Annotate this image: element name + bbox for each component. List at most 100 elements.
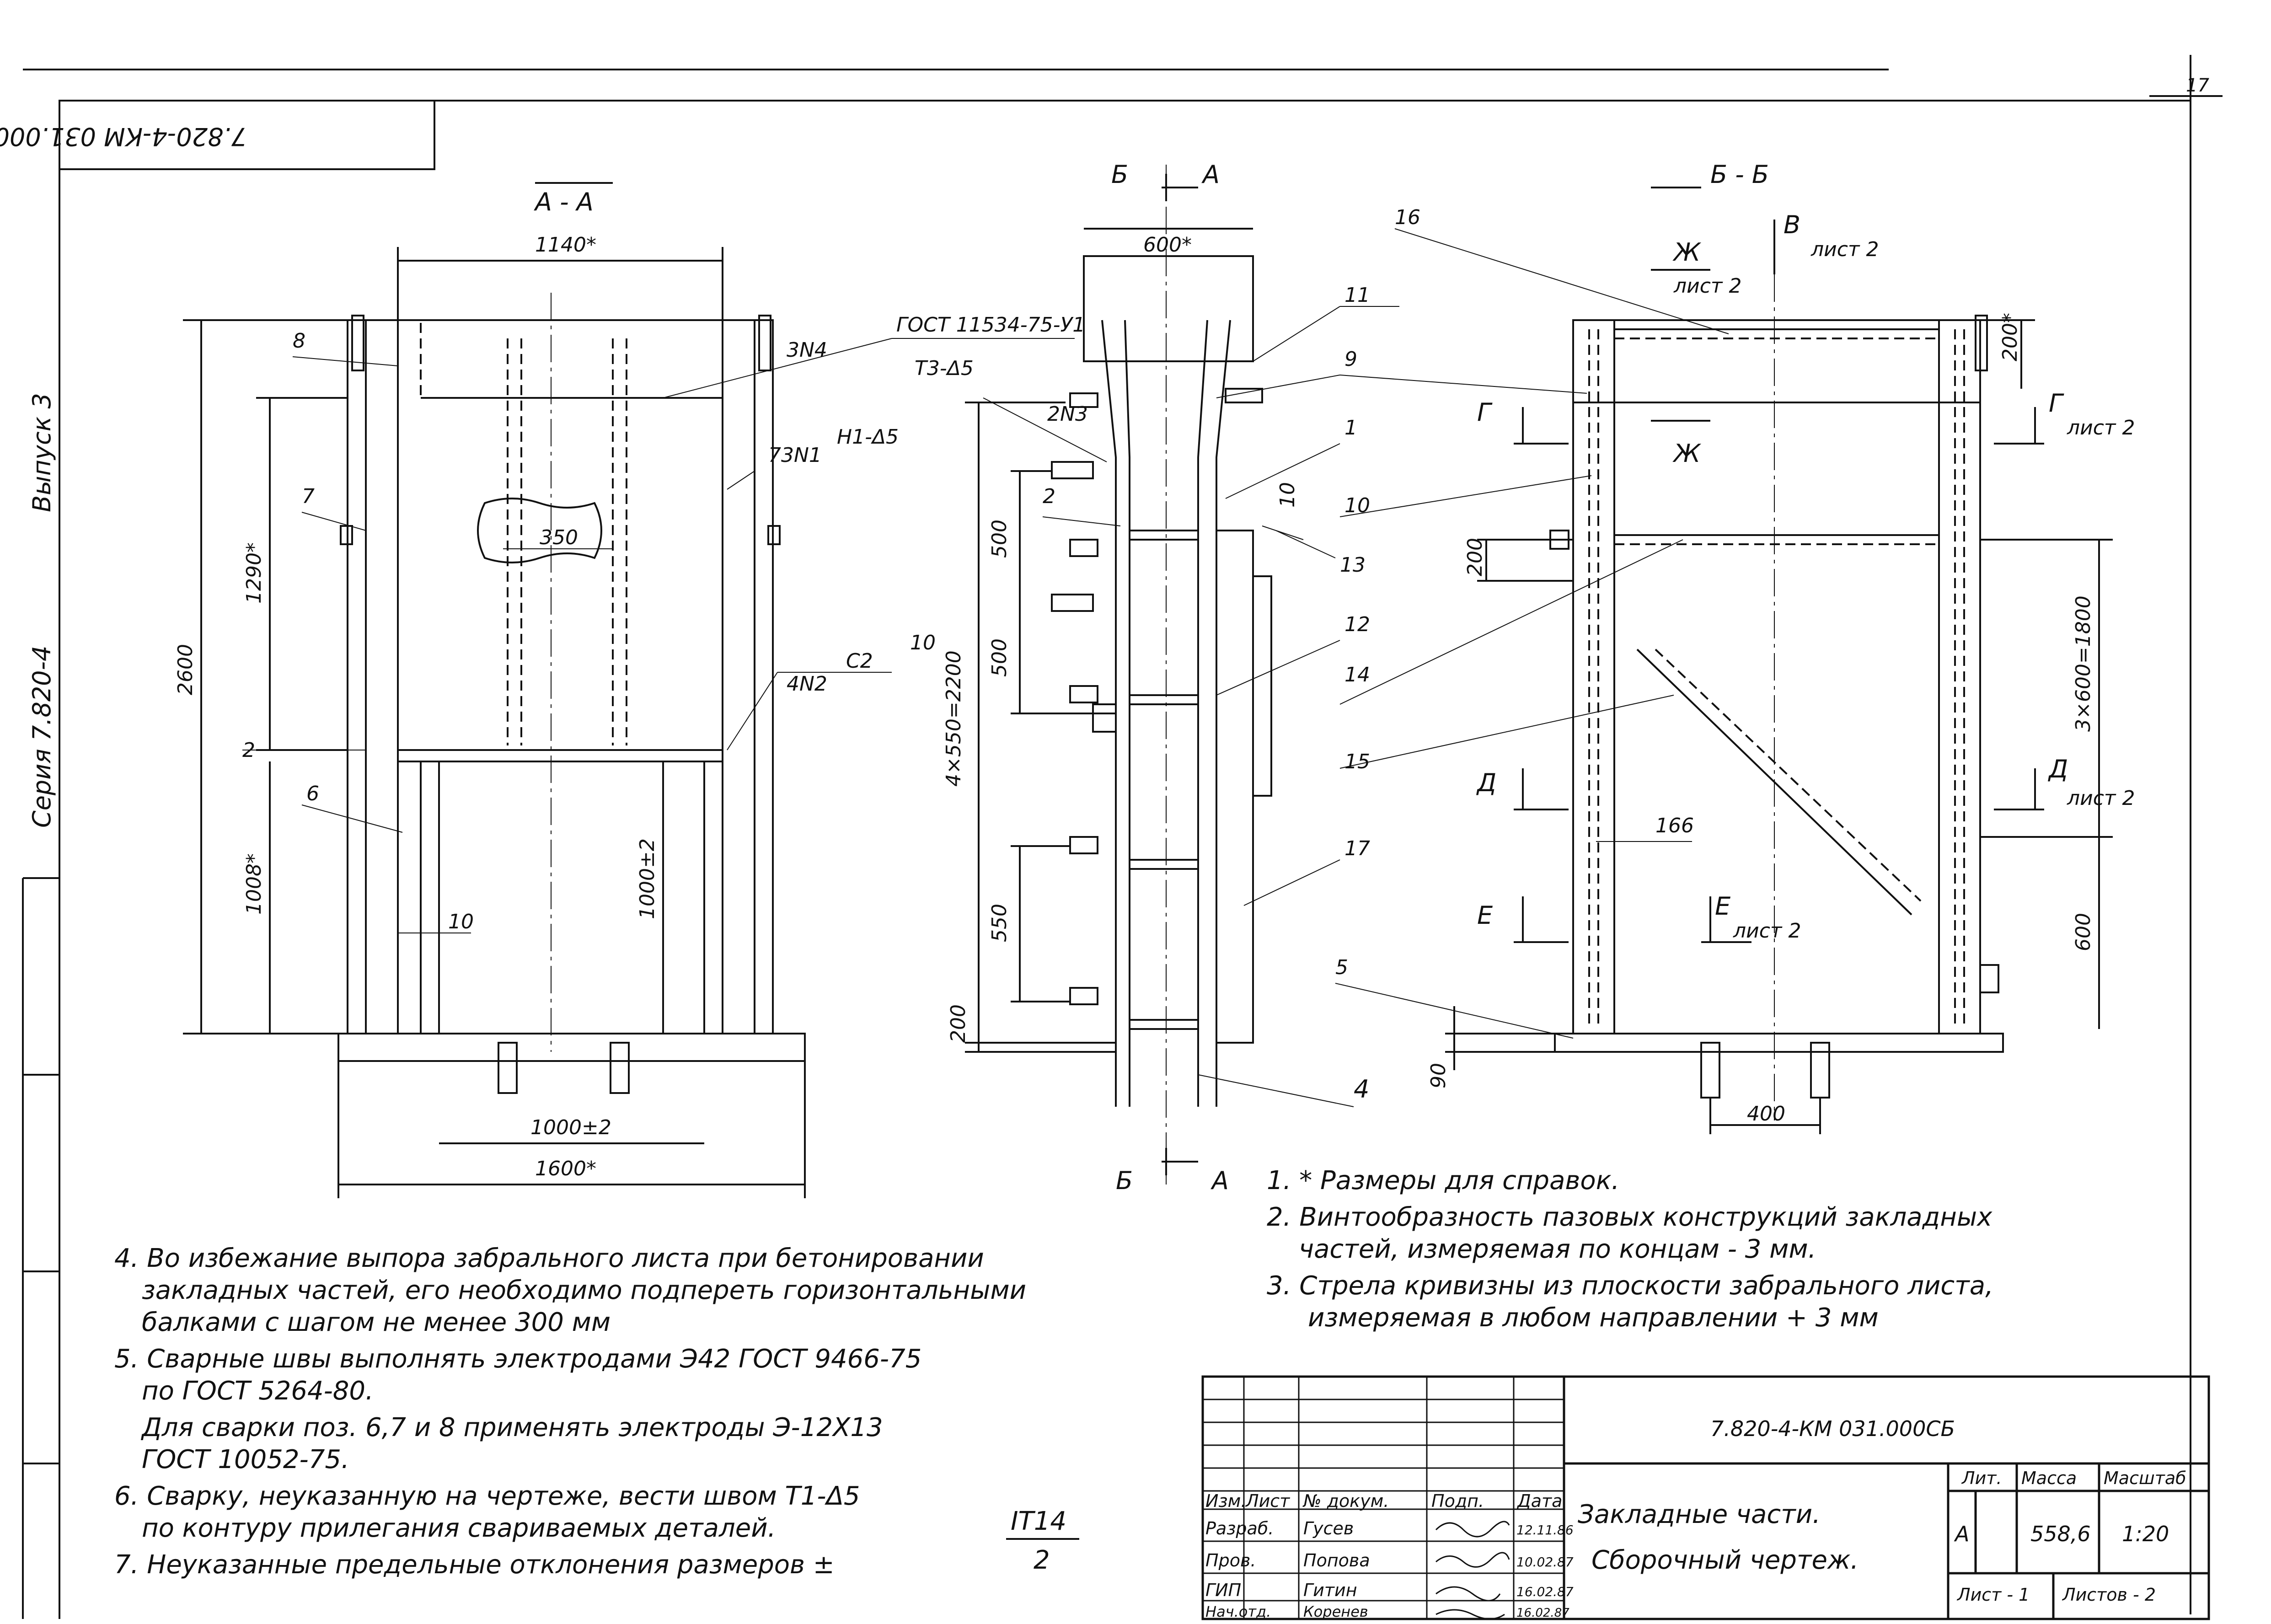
bb-cut-e-left: Е <box>1477 901 1493 930</box>
tb-hdr-izm: Изм. <box>1205 1491 1246 1511</box>
bb-dim-200top: 200* <box>1998 313 2022 361</box>
note-6: 6. Сварку, неуказанную на чертеже, вести… <box>114 1481 860 1511</box>
bb-cut-zh-lower: Ж <box>1672 439 1702 468</box>
code-stamp: 7.820-4-КМ 031.000СБ <box>0 122 247 151</box>
tb-date-4: 16.02.87 <box>1516 1606 1569 1620</box>
side-view <box>965 165 1399 1185</box>
tb-hdr-date: Дата <box>1516 1491 1562 1511</box>
note-5-cont-3: ГОСТ 10052-75. <box>142 1445 349 1474</box>
sv-dim-500a: 500 <box>988 520 1011 558</box>
section-bb <box>1335 187 2113 1134</box>
tb-date-2: 10.02.87 <box>1516 1554 1574 1570</box>
sv-weld-t3: Т3-Δ5 <box>915 357 974 380</box>
title-block <box>1201 1375 2210 1620</box>
bb-ref-g: лист 2 <box>2067 416 2135 439</box>
tb-role-1: Разраб. <box>1205 1518 1274 1538</box>
aa-dim-upper: 1290* <box>242 542 266 604</box>
note-5: 5. Сварные швы выполнять электродами Э42… <box>114 1344 921 1374</box>
tb-hdr-sign: Подп. <box>1431 1491 1484 1511</box>
tb-mass-value: 558,6 <box>2030 1522 2091 1546</box>
sv-callout-1: 1 <box>1344 416 1357 439</box>
sv-callout-12: 12 <box>1344 613 1370 636</box>
sv-dim-500b: 500 <box>988 638 1011 677</box>
bb-ref-e: лист 2 <box>1733 919 1801 943</box>
bb-arrow-v: В <box>1784 210 1800 239</box>
tb-hdr-list: Лист <box>1245 1491 1291 1511</box>
aa-dim-base2: 1600* <box>535 1157 596 1180</box>
aa-callout-7: 7 <box>302 485 315 508</box>
sheet-number: 17 <box>2186 75 2209 96</box>
bb-dim-pitch: 3×600=1800 <box>2072 595 2095 732</box>
tb-name-1: Гусев <box>1303 1518 1354 1538</box>
sv-callout-17: 17 <box>1344 837 1370 860</box>
aa-level-mark: 2 <box>242 739 255 762</box>
sv-callout-2: 2 <box>1043 485 1055 508</box>
note-5-cont-1: по ГОСТ 5264-80. <box>142 1376 374 1406</box>
sv-callout-9: 9 <box>1344 348 1357 371</box>
bb-cut-d-left: Д <box>1476 768 1496 797</box>
sv-callout-5: 5 <box>1335 956 1348 979</box>
tb-hdr-doc: № докум. <box>1302 1491 1389 1511</box>
sv-cut-a-top: А <box>1201 160 1220 189</box>
aa-dim-top: 1140* <box>535 233 596 257</box>
aa-dim-height: 2600 <box>174 644 197 695</box>
aa-weld-3n4: 3N4 <box>787 338 827 362</box>
tb-scale-label: Масштаб <box>2104 1468 2186 1488</box>
aa-dim-plate: 10 <box>448 910 474 933</box>
bb-ref-zh: лист 2 <box>1673 274 1742 298</box>
sv-cut-b-top: Б <box>1111 160 1128 189</box>
aa-weld-4n2: 4N2 <box>787 672 827 696</box>
tb-role-3: ГИП <box>1205 1580 1241 1600</box>
tolerance-top: IT14 <box>1011 1506 1066 1536</box>
tb-doc-code: 7.820-4-КМ 031.000СБ <box>1710 1416 1955 1441</box>
aa-weld-h1: Н1-Δ5 <box>837 425 899 449</box>
bb-callout-16: 16 <box>1395 206 1420 229</box>
tb-lit-value: А <box>1954 1522 1969 1546</box>
aa-callout-8: 8 <box>293 329 305 353</box>
tb-mass-label: Масса <box>2021 1468 2077 1488</box>
note-6-cont: по контуру прилегания свариваемых детале… <box>142 1513 776 1543</box>
aa-dim-base1: 1000±2 <box>530 1116 611 1139</box>
aa-dim-lower: 1008* <box>242 853 266 915</box>
side-issue: Выпуск 3 <box>27 393 56 512</box>
sv-dim-10: 10 <box>1276 482 1299 508</box>
tb-date-1: 12.11.86 <box>1516 1522 1574 1538</box>
tb-name-line1: Закладные части. <box>1578 1500 1821 1529</box>
sv-callout-15: 15 <box>1344 750 1370 773</box>
sv-callout-11: 11 <box>1344 284 1370 307</box>
bb-ref-v: лист 2 <box>1810 238 1879 261</box>
note-5-cont-2: Для сварки поз. 6,7 и 8 применять электр… <box>140 1413 883 1442</box>
sv-callout-14: 14 <box>1344 663 1370 686</box>
note-2-cont: частей, измеряемая по концам - 3 мм. <box>1299 1234 1816 1264</box>
bb-cut-g-left: Г <box>1477 398 1493 427</box>
bb-cut-d-right: Д <box>2048 755 2068 783</box>
bb-dim-600: 600 <box>2072 913 2095 951</box>
note-2: 2. Винтообразность пазовых конструкций з… <box>1267 1202 1992 1232</box>
bb-dim-90: 90 <box>1427 1063 1450 1088</box>
note-3-cont: измеряемая в любом направлении + 3 мм <box>1308 1303 1879 1333</box>
note-4: 4. Во избежание выпора забрального листа… <box>114 1243 984 1273</box>
note-4-cont-2: балками с шагом не менее 300 мм <box>142 1308 611 1337</box>
bb-dim-166: 166 <box>1655 814 1694 837</box>
sv-weld-2n3: 2N3 <box>1047 402 1088 426</box>
note-7: 7. Неуказанные предельные отклонения раз… <box>114 1550 835 1580</box>
aa-callout-6: 6 <box>306 782 319 805</box>
tb-name-line2: Сборочный чертеж. <box>1591 1545 1859 1575</box>
tb-name-2: Попова <box>1303 1550 1370 1570</box>
note-4-cont-1: закладных частей, его необходимо подпере… <box>142 1276 1026 1305</box>
tb-role-2: Пров. <box>1205 1550 1256 1570</box>
sv-cut-b-bottom: Б <box>1116 1166 1133 1195</box>
sv-callout-4: 4 <box>1354 1075 1369 1104</box>
aa-dim-mid: 1000±2 <box>636 838 659 919</box>
bb-dim-400: 400 <box>1747 1102 1785 1126</box>
section-aa-title: А - А <box>534 188 594 216</box>
bb-cut-e-right: Е <box>1715 892 1731 921</box>
tb-sheet-label: Лист - 1 <box>1956 1585 2030 1605</box>
tb-lit-label: Лит. <box>1961 1468 2002 1488</box>
sv-dim-200: 200 <box>947 1004 970 1043</box>
aa-weld-c2: С2 <box>846 649 873 673</box>
aa-weld-gost: ГОСТ 11534-75-У1 <box>896 313 1085 337</box>
sv-dim-top: 600* <box>1143 233 1192 257</box>
sv-dim-pitch: 4×550=2200 <box>942 650 965 787</box>
